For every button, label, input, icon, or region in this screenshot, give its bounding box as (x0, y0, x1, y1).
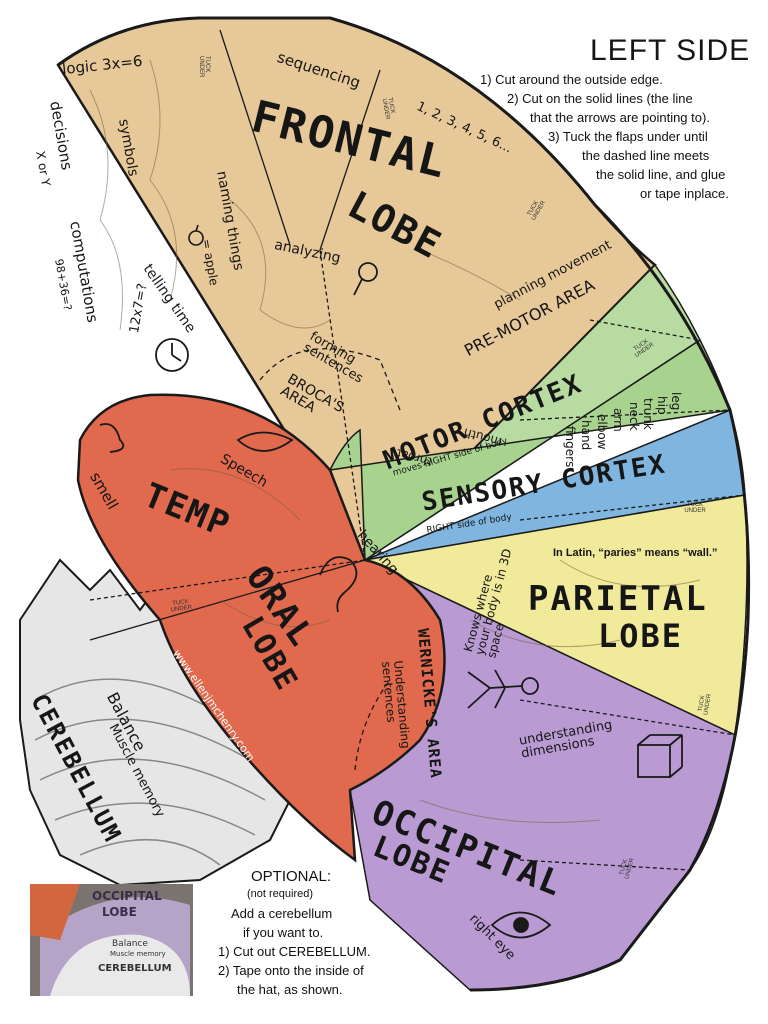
cut-lines (89, 29, 746, 871)
body-part-neck: neck (627, 402, 641, 431)
tuck-label-frontal-2: TUCK UNDER (380, 97, 396, 121)
cerebellum-photo (30, 884, 193, 996)
optional-line-4: 2) Tape onto the inside of (218, 963, 364, 978)
apple-icon (188, 224, 204, 246)
instruction-line-2: 2) Cut on the solid lines (the line (507, 91, 693, 106)
body-part-leg: leg (669, 392, 683, 411)
optional-line-3: 1) Cut out CEREBELLUM. (218, 944, 371, 959)
temporal-lobe-region (76, 393, 446, 863)
body-part-elbow: elbow (595, 414, 609, 450)
magnifier-icon (353, 262, 378, 296)
instruction-line-3: that the arrows are pointing to). (530, 110, 710, 125)
optional-line-5: the hat, as shown. (237, 982, 343, 997)
stick-figure-icon (467, 669, 539, 709)
optional-note: (not required) (247, 888, 314, 900)
photo-label-balance: Balance (112, 939, 148, 949)
instruction-line-7: or tape inplace. (640, 186, 729, 201)
ear-icon (319, 556, 358, 613)
optional-heading: OPTIONAL: (251, 868, 332, 885)
cube-icon (637, 734, 683, 778)
instruction-line-4: 3) Tuck the flaps under until (548, 129, 708, 144)
cerebellum-folds (34, 678, 266, 866)
optional-line-1: Add a cerebellum (231, 906, 333, 921)
mouth-icon (236, 431, 294, 452)
clock-icon (155, 338, 189, 372)
latin-note: In Latin, “paries” means “wall.” (553, 547, 718, 559)
tuck-label-frontal-1: TUCK UNDER (198, 56, 210, 78)
photo-label-cerebellum: CEREBELLUM (98, 963, 172, 974)
tuck-label-sensory: TUCK UNDER (684, 502, 706, 514)
photo-label-muscle-memory: Muscle memory (110, 950, 166, 958)
body-part-hand: hand (579, 420, 593, 451)
optional-line-2: if you want to. (243, 925, 324, 940)
body-part-arm: arm (611, 408, 625, 432)
nose-icon (99, 423, 125, 453)
body-part-hip: hip (655, 396, 669, 415)
outer-cut-edge (57, 16, 751, 992)
eye-icon (490, 911, 552, 939)
parietal-lobe-subtitle: LOBE (598, 617, 684, 655)
body-part-trunk: trunk (641, 398, 655, 430)
instruction-line-1: 1) Cut around the outside edge. (480, 72, 663, 87)
parietal-lobe-title: PARIETAL (528, 579, 708, 619)
photo-label-occipital: OCCIPITAL (92, 889, 162, 903)
instruction-line-6: the solid line, and glue (596, 167, 726, 182)
brain-gyri (89, 59, 701, 823)
instruction-line-5: the dashed line meets (582, 148, 710, 163)
photo-label-lobe: LOBE (102, 905, 137, 919)
body-part-fingers: fingers (563, 426, 577, 468)
page-title: LEFT SIDE (590, 34, 751, 67)
